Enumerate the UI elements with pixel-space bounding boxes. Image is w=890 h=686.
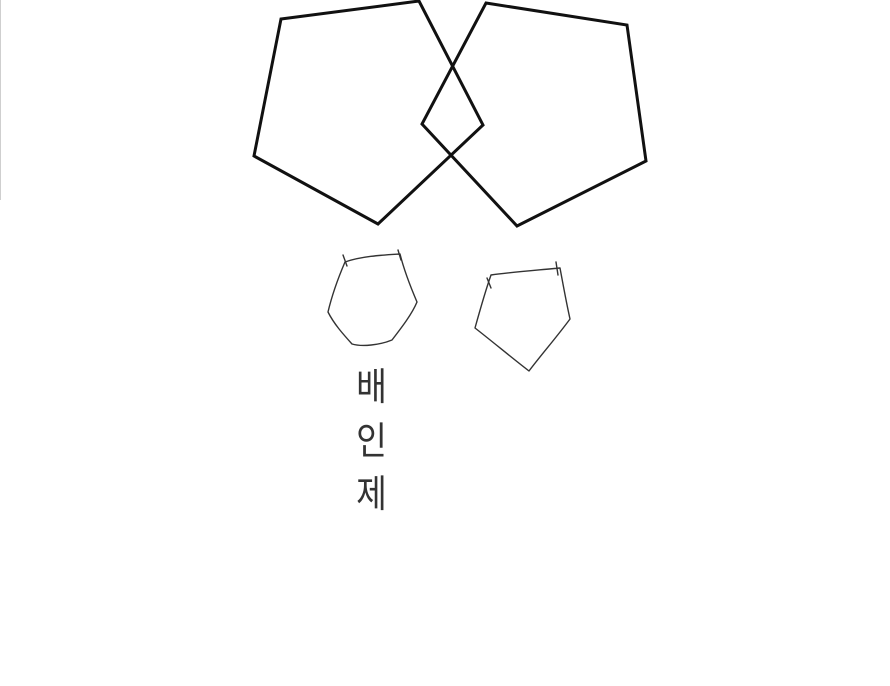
- printed-pentagons: [252, 0, 648, 228]
- pencil-tick: [397, 249, 402, 261]
- hand-drawn-pentagon-left: [327, 253, 418, 347]
- name-character: 인: [355, 418, 387, 463]
- name-character: 배: [355, 365, 387, 409]
- handwritten-name: 배 인 제: [345, 368, 397, 513]
- name-character: 제: [355, 472, 387, 516]
- printed-pentagon-right: [420, 1, 648, 228]
- hand-drawn-pentagons: [327, 249, 571, 372]
- pencil-tick: [555, 261, 559, 276]
- hand-drawn-pentagon-right: [474, 267, 571, 372]
- pencil-tick: [342, 254, 348, 267]
- pencil-tick: [486, 277, 492, 289]
- page-edge-line: [0, 0, 1, 200]
- printed-pentagon-left: [252, 0, 485, 226]
